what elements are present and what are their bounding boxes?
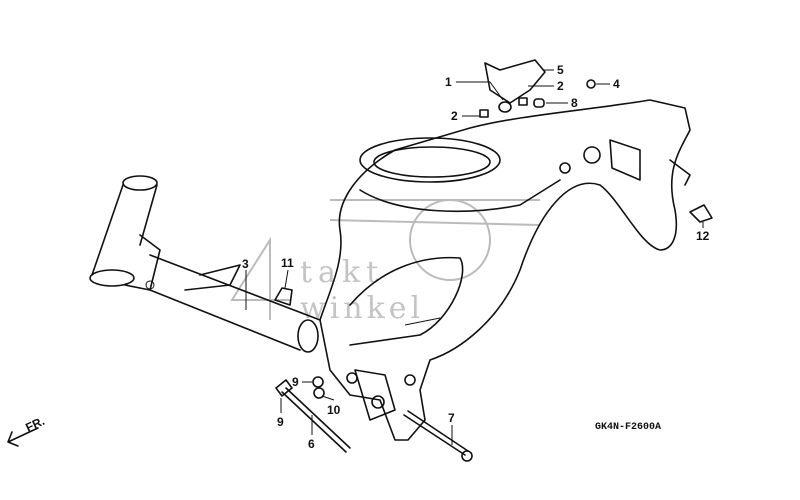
part-code: GK4N-F2600A: [595, 422, 661, 433]
callout-4: 4: [613, 77, 620, 91]
callout-6: 6: [308, 437, 315, 451]
watermark-logo: takt winkel: [230, 199, 541, 326]
cap-part: [689, 204, 713, 223]
callout-12: 12: [696, 229, 710, 243]
leader-lines: [245, 69, 704, 445]
callout-11: 11: [281, 256, 294, 270]
callout-2: 2: [451, 109, 458, 123]
callout-10: 10: [327, 403, 341, 417]
callout-5: 5: [557, 63, 564, 77]
clip-part: [274, 287, 293, 306]
callout-3: 3: [242, 257, 249, 271]
bolt-7: [403, 410, 469, 456]
down-tube: [149, 254, 321, 353]
bolt-6: [281, 387, 351, 453]
callout-2: 2: [557, 79, 564, 93]
svg-text:winkel: winkel: [300, 291, 424, 326]
frame-body: [319, 99, 691, 441]
head-pipe: [89, 175, 241, 291]
front-arrow-icon: [7, 427, 39, 447]
small-parts: [7, 59, 713, 462]
front-direction-label: FR.: [23, 414, 46, 435]
callout-8: 8: [571, 96, 578, 110]
callout-9: 9: [277, 415, 284, 429]
callout-1: 1: [445, 75, 452, 89]
callout-9: 9: [292, 375, 299, 389]
bracket-part: [484, 59, 546, 104]
callout-7: 7: [448, 411, 455, 425]
